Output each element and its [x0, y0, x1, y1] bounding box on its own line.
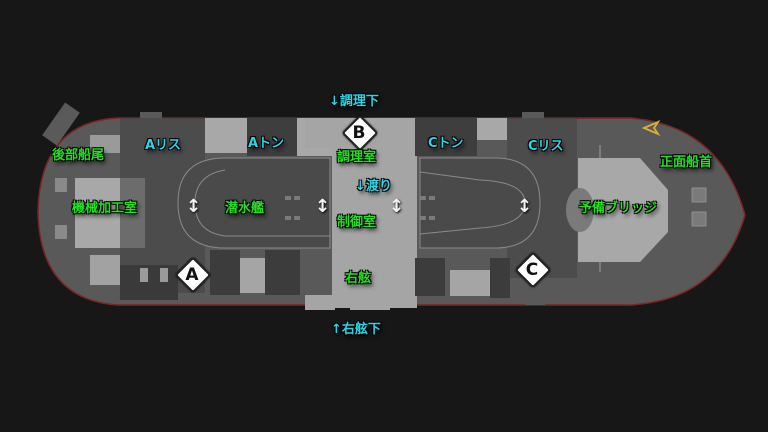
spawn-label-c-ton: Cトン — [428, 136, 464, 151]
room-label-control-room: 制御室 — [337, 215, 377, 230]
debris — [42, 102, 80, 146]
objective-label-a: A — [185, 265, 199, 285]
level-label-kitchen-below: ↓調理下 — [329, 94, 379, 109]
room-label-kitchen: 調理室 — [337, 150, 377, 165]
stairs-icon: ↕ — [389, 196, 405, 217]
level-label-crossing: ↓渡り — [355, 179, 392, 194]
room-label-starboard: 右舷 — [345, 271, 372, 286]
spawn-label-c-lis: Cリス — [528, 139, 564, 154]
central-corridor — [332, 148, 417, 308]
player-marker-icon — [641, 119, 661, 137]
room-label-machine-shop: 機械加工室 — [72, 201, 138, 216]
stairs-icon: ↕ — [517, 196, 533, 217]
stairs-icon: ↕ — [186, 196, 202, 217]
spare-bridge-room — [578, 158, 668, 262]
spawn-label-a-ton: Aトン — [248, 136, 285, 151]
objective-label-c: C — [525, 260, 539, 280]
stairs-icon: ↕ — [315, 196, 331, 217]
room-label-bow: 正面船首 — [660, 155, 713, 170]
room-label-spare-bridge: 予備ブリッジ — [579, 201, 658, 216]
objective-label-b: B — [352, 123, 366, 143]
room-label-stern: 後部船尾 — [52, 148, 105, 163]
room-label-submarine: 潜水艦 — [225, 201, 265, 216]
spawn-label-a-lis: Aリス — [145, 138, 182, 153]
level-label-starboard-below: ↑右舷下 — [331, 322, 381, 337]
